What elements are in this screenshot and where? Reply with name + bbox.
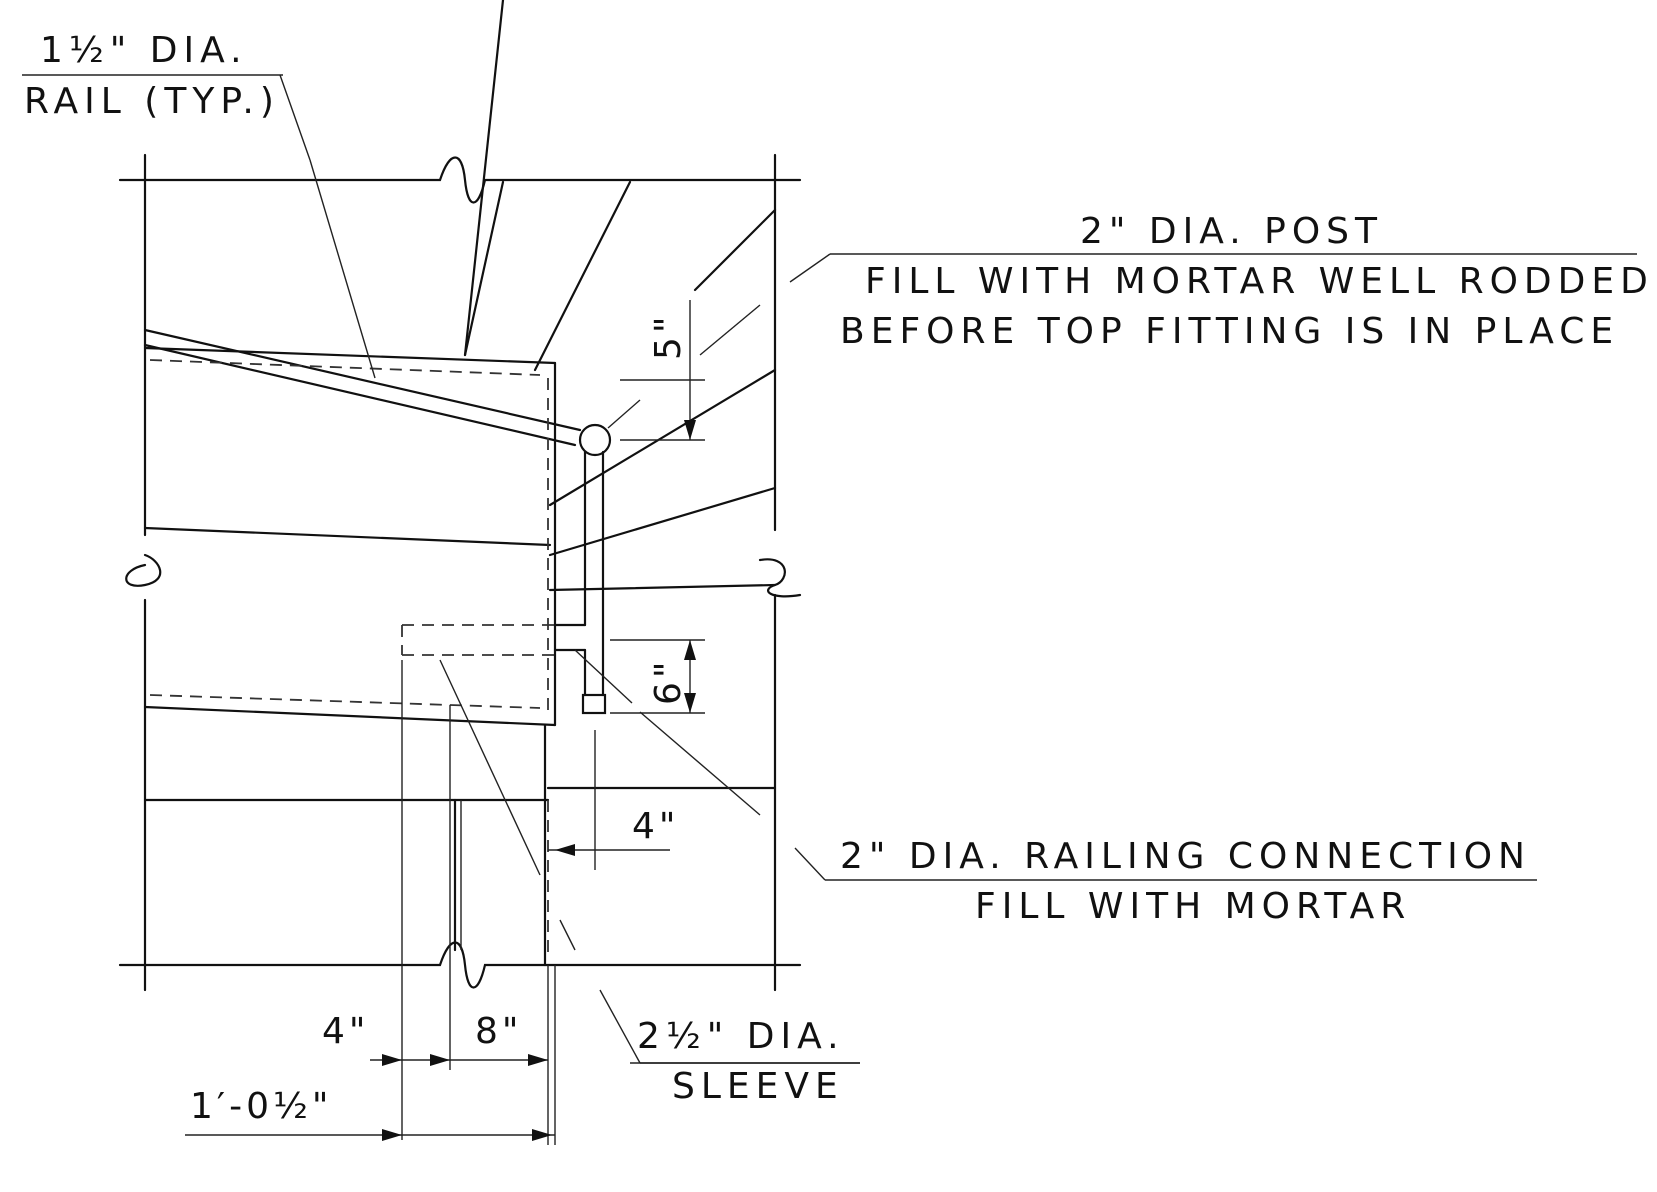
dimension-post-embed: 6" [648,658,689,705]
dimension-offset: 4" [632,806,679,847]
dimension-post-top: 5" [648,313,689,360]
post-label-line1: 2" DIA. POST [1080,211,1383,252]
dimension-bottom-total: 1′-0½" [190,1086,332,1127]
dimension-bottom-mid: 8" [475,1011,522,1052]
post-label-line3: BEFORE TOP FITTING IS IN PLACE [840,311,1619,352]
dimension-lines [185,300,705,1145]
leader-lines [279,74,1637,1064]
connection-label-line2: FILL WITH MORTAR [975,886,1411,927]
sleeve-label-line2: SLEEVE [672,1066,844,1107]
hidden-lines [149,359,555,960]
rail-label-line1: 1½" DIA. [40,30,248,71]
post-label-line2: FILL WITH MORTAR WELL RODDED [865,261,1654,302]
dimension-bottom-left: 4" [322,1011,369,1052]
border-lines [118,153,802,992]
post [553,423,612,715]
sleeve-label-line1: 2½" DIA. [637,1016,845,1057]
rail-label-line2: RAIL (TYP.) [24,81,280,122]
parapet [143,361,777,967]
wall-lines [143,0,777,727]
connection-label-line1: 2" DIA. RAILING CONNECTION [840,836,1531,877]
